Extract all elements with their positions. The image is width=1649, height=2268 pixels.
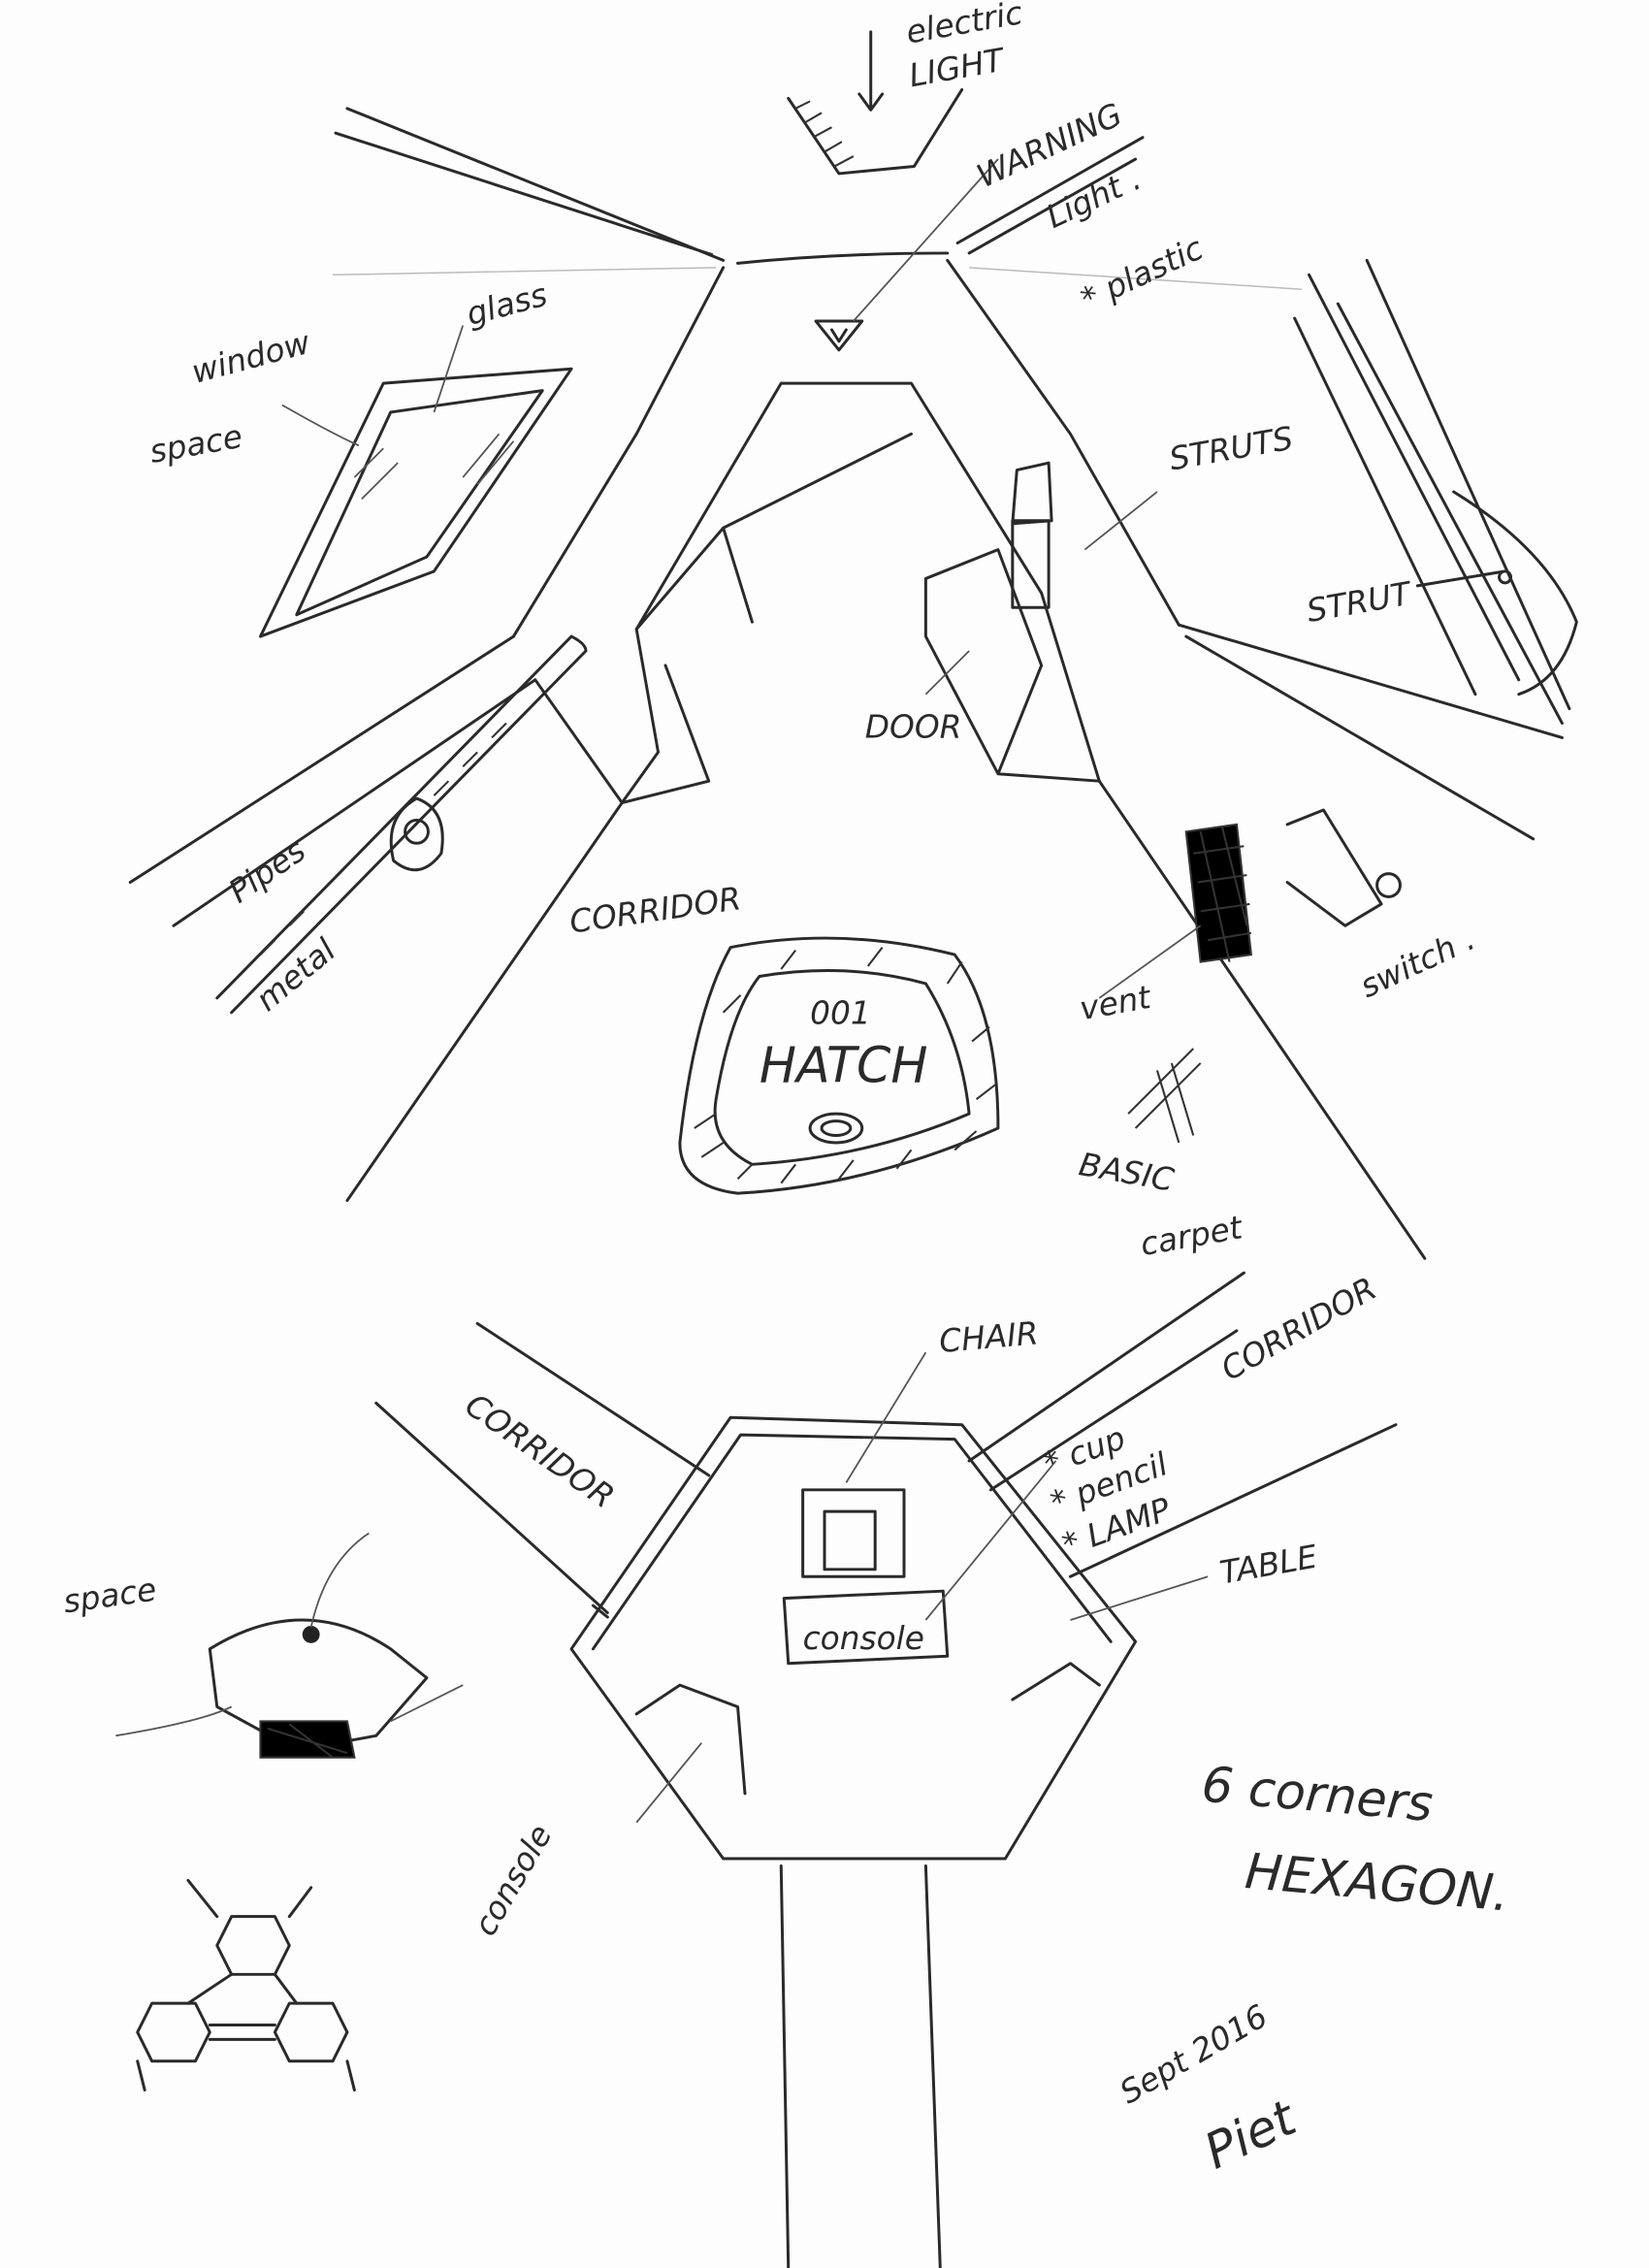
label-vent: vent xyxy=(1077,979,1154,1027)
window-drawing xyxy=(258,325,573,638)
label-date: Sept 2016 xyxy=(1114,1997,1274,2111)
vent-switch-carpet xyxy=(924,461,1402,1144)
top-room-perspective xyxy=(128,107,1564,1260)
label-corridor-right: CORRIDOR xyxy=(1215,1270,1383,1388)
label-pipes: Pipes xyxy=(222,831,312,910)
electric-light-icon xyxy=(787,30,964,176)
label-hatch: HATCH xyxy=(760,1036,928,1093)
label-metal: metal xyxy=(249,931,343,1019)
struts-drawing xyxy=(1083,258,1578,726)
hexagon-room xyxy=(374,1271,1398,2268)
signature: Piet xyxy=(1196,2089,1307,2181)
label-corridor-top: CORRIDOR xyxy=(567,880,743,940)
hatch-drawing xyxy=(678,936,1000,1195)
label-chair: CHAIR xyxy=(938,1314,1040,1360)
label-console-left: console xyxy=(467,1818,560,1942)
label-hexagon: HEXAGON. xyxy=(1243,1842,1511,1923)
label-corners: 6 corners xyxy=(1200,1756,1436,1833)
label-struts: STRUTS xyxy=(1167,420,1296,478)
label-door: DOOR xyxy=(865,708,962,745)
label-glass: glass xyxy=(463,276,551,333)
label-plastic: * plastic xyxy=(1076,230,1209,318)
label-carpet: carpet xyxy=(1138,1209,1246,1263)
label-hatch-number: 001 xyxy=(810,995,871,1032)
label-light: LIGHT xyxy=(906,41,1009,94)
label-space-bottom: space xyxy=(61,1571,159,1620)
label-switch: switch . xyxy=(1354,921,1480,1006)
hexagon-network-diagram xyxy=(136,1878,356,2092)
label-console-table: console xyxy=(803,1620,924,1657)
label-corridor-left: CORRIDOR xyxy=(459,1386,621,1515)
label-electric: electric xyxy=(903,0,1025,51)
pipes-drawing xyxy=(215,634,588,1015)
label-warning-light: Light . xyxy=(1041,160,1147,236)
space-station-drawing xyxy=(115,1532,464,1759)
label-table: TABLE xyxy=(1217,1539,1320,1592)
warning-light-icon xyxy=(814,158,999,352)
label-space-top: space xyxy=(146,418,244,470)
label-basic: BASIC xyxy=(1077,1146,1178,1199)
label-strut: STRUT xyxy=(1304,574,1416,630)
label-window: window xyxy=(188,324,314,391)
